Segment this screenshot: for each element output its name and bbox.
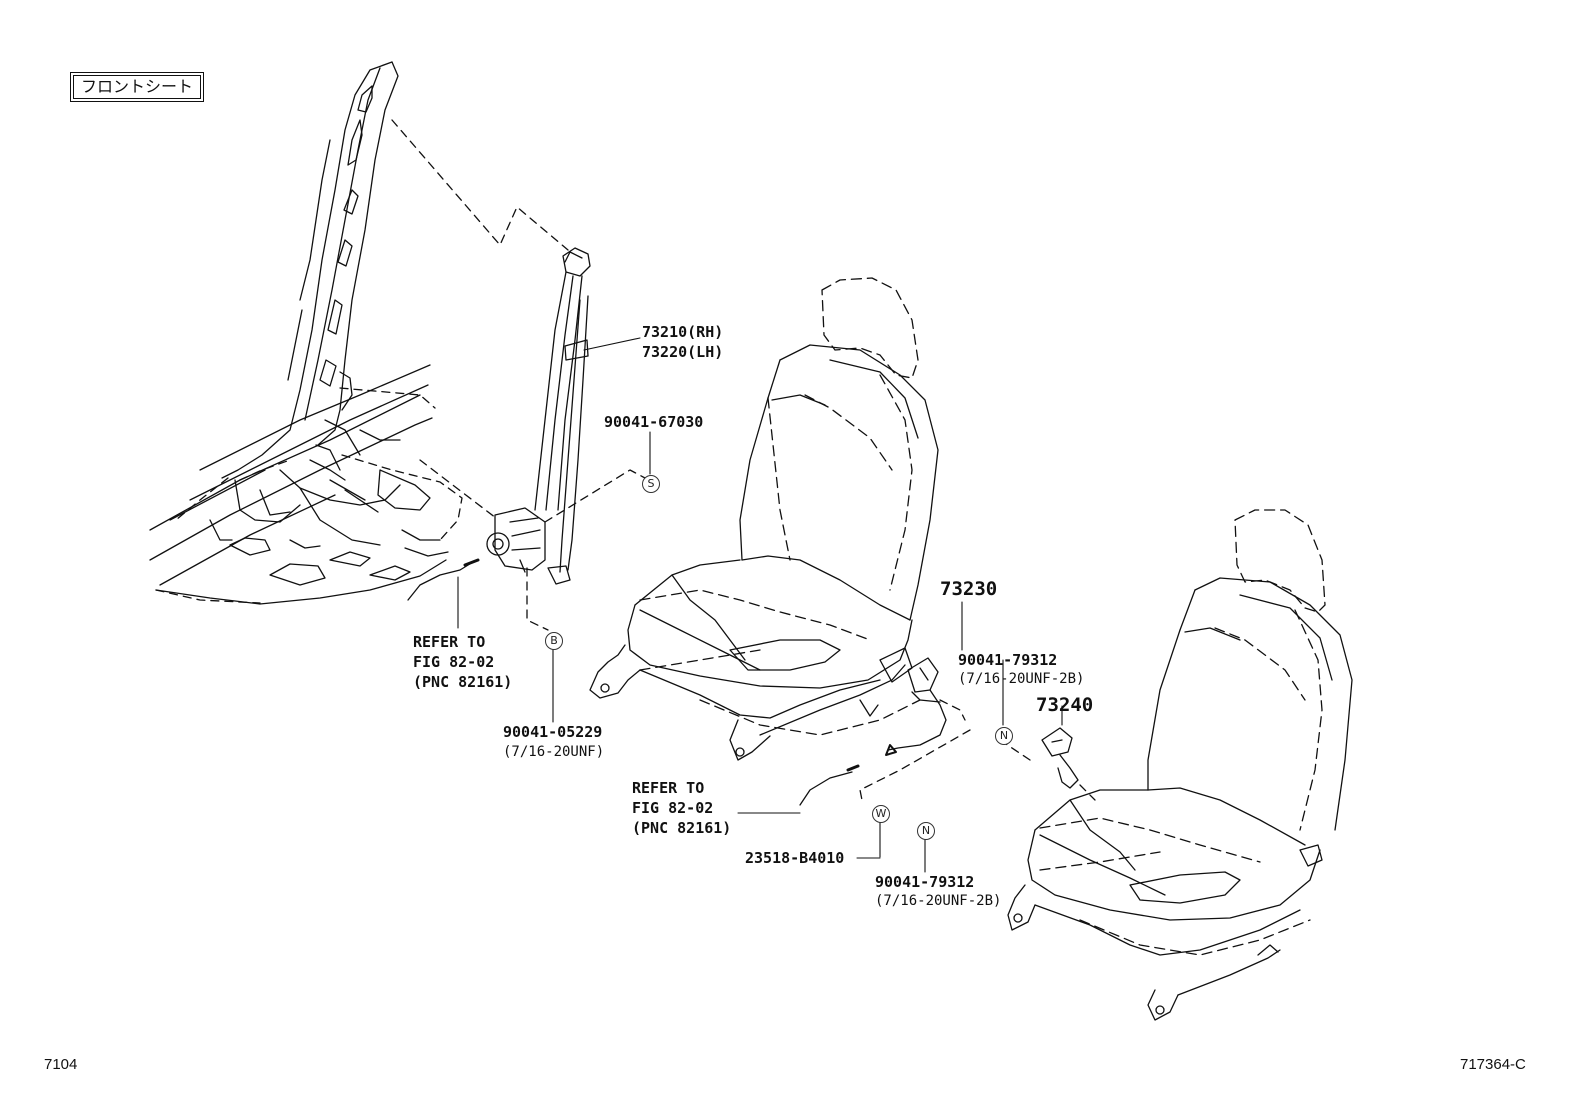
part-label-90041-79312-a: 90041-79312: [958, 651, 1058, 669]
part-spec-90041-05229: (7/16-20UNF): [503, 744, 605, 760]
reference-b-line2: FIG 82-02: [632, 799, 714, 817]
reference-a-line3: (PNC 82161): [413, 673, 513, 691]
reference-a-line2: FIG 82-02: [413, 653, 495, 671]
part-label-73240: 73240: [1036, 694, 1094, 716]
section-title-front-seat: フロントシート: [70, 72, 205, 102]
marker-n-lower: N: [917, 822, 935, 840]
marker-n-upper: N: [995, 727, 1013, 745]
b-pillar-body-structure: [149, 61, 463, 605]
part-label-23518-b4010: 23518-B4010: [745, 849, 845, 867]
part-label-73230: 73230: [940, 578, 998, 600]
buckle-73230: [859, 657, 971, 801]
marker-b: B: [545, 632, 563, 650]
reference-b-line3: (PNC 82161): [632, 819, 732, 837]
part-label-73220: 73220(LH): [642, 342, 723, 362]
marker-s: S: [642, 475, 660, 493]
part-spec-90041-79312-b: (7/16-20UNF-2B): [875, 893, 1002, 909]
footer-right-code: 717364-C: [1460, 1056, 1526, 1073]
harness-connector: [846, 764, 860, 772]
harness-cable-seat: [799, 771, 853, 806]
seat-belt-assembly: [391, 119, 646, 631]
part-label-73210: 73210(RH): [642, 322, 723, 342]
part-label-90041-79312-b: 90041-79312: [875, 873, 975, 891]
part-spec-90041-79312-a: (7/16-20UNF-2B): [958, 671, 1085, 687]
leader-lines: [457, 337, 1063, 873]
buckle-73240: [999, 727, 1096, 801]
part-number-73210-rh: 73210(RH): [642, 323, 724, 341]
part-label-90041-67030: 90041-67030: [604, 413, 704, 431]
footer-left-code: 7104: [44, 1056, 78, 1073]
marker-w: W: [872, 805, 890, 823]
reference-b-line1: REFER TO: [632, 779, 705, 797]
front-seat-right: [1007, 509, 1353, 1021]
part-number-73220-lh: 73220(LH): [642, 343, 724, 361]
part-label-90041-05229: 90041-05229: [503, 723, 603, 741]
reference-a-line1: REFER TO: [413, 633, 486, 651]
